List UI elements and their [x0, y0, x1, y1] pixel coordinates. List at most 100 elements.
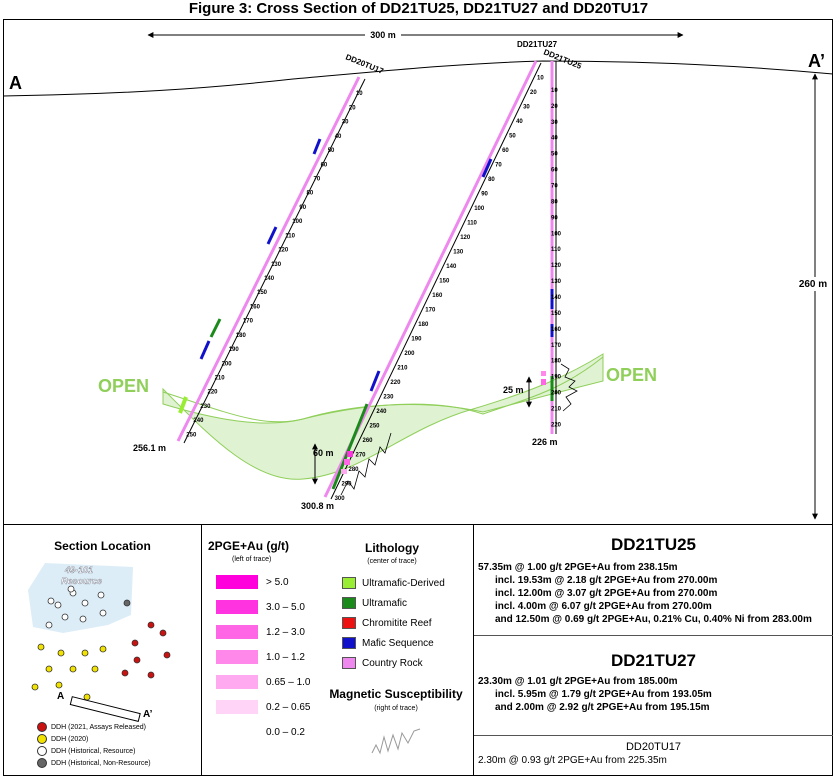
- grade-swatch: [216, 675, 258, 689]
- grade-legend-row: 1.0 – 1.2: [216, 650, 305, 664]
- result-block-dd21tu27: DD21TU27 23.30m @ 1.01 g/t 2PGE+Au from …: [474, 635, 833, 736]
- lithology-legend-row: Chromitite Reef: [342, 617, 431, 629]
- grade-swatch: [216, 575, 258, 589]
- depth-tick-label: 280: [349, 467, 360, 473]
- depth-tick-label: 10: [356, 91, 363, 97]
- depth-tick-label: 210: [397, 365, 408, 371]
- result-line: incl. 12.00m @ 3.07 g/t 2PGE+Au from 270…: [495, 588, 718, 599]
- depth-tick-label: 80: [551, 199, 558, 205]
- lithology-swatch: [342, 617, 356, 629]
- location-legend-dot: [37, 734, 47, 744]
- result-block-dd21tu25: DD21TU25 57.35m @ 1.00 g/t 2PGE+Au from …: [474, 525, 833, 636]
- depth-tick-label: 20: [349, 105, 356, 111]
- reef-envelope: [162, 353, 604, 480]
- location-legend-label: DDH (Historical, Resource): [51, 747, 136, 755]
- drillhole-location-dot: [91, 665, 99, 673]
- drillhole-dd21tu25: 25 m 10203040506070809010011012013014015…: [503, 48, 583, 447]
- depth-tick-label: 20: [530, 90, 537, 96]
- depth-tick-label: 270: [356, 452, 367, 458]
- reef-upper-line: [162, 356, 604, 423]
- drillhole-dd21tu27: 60 m 10203040506070809010011012013014015…: [301, 40, 558, 511]
- depth-tick-label: 90: [481, 192, 488, 198]
- hole-end-dd20tu17: 256.1 m: [133, 443, 166, 453]
- depth-tick-label: 50: [509, 134, 516, 140]
- location-legend-dot: [37, 722, 47, 732]
- depth-tick-label: 130: [551, 279, 562, 285]
- drillhole-location-dot: [99, 609, 107, 617]
- result-line: incl. 5.95m @ 1.79 g/t 2PGE+Au from 193.…: [495, 689, 712, 700]
- drillhole-location-dot: [123, 599, 131, 607]
- grade-legend-row: > 5.0: [216, 575, 289, 589]
- location-legend-dot: [37, 746, 47, 756]
- drillhole-location-dot: [83, 693, 91, 701]
- depth-tick-label: 170: [551, 343, 562, 349]
- figure-frame: [3, 19, 833, 776]
- depth-tick-label: 90: [551, 215, 558, 221]
- lithology-legend-label: Ultramafic: [362, 597, 408, 609]
- depth-tick-label: 140: [446, 264, 457, 270]
- grade-legend-row: 1.2 – 3.0: [216, 625, 305, 639]
- grade-legend-label: 3.0 – 5.0: [266, 601, 305, 613]
- depth-tick-label: 260: [363, 438, 374, 444]
- drillhole-location-dot: [69, 665, 77, 673]
- grade-swatch: [216, 600, 258, 614]
- drillhole-dd20tu17: 1020304050607080901001101201301401501601…: [133, 53, 385, 453]
- depth-tick-label: 150: [257, 290, 268, 296]
- open-label-left: OPEN: [98, 376, 149, 396]
- lithology-legend-row: Country Rock: [342, 657, 423, 669]
- section-label-a: A: [9, 73, 22, 93]
- location-map: 49-101 Resource A A’: [28, 563, 171, 723]
- depth-tick-label: 110: [551, 247, 561, 253]
- location-legend-label: DDH (2020): [51, 735, 89, 743]
- result-line: 23.30m @ 1.01 g/t 2PGE+Au from 185.00m: [478, 676, 678, 687]
- grade-legend-subtitle: (left of trace): [232, 556, 272, 563]
- depth-tick-label: 190: [229, 347, 240, 353]
- drillhole-location-dot: [57, 649, 65, 657]
- depth-tick-label: 160: [432, 293, 443, 299]
- hole-name-dd21tu27: DD21TU27: [517, 40, 558, 49]
- depth-tick-label: 80: [488, 177, 495, 183]
- depth-tick-label: 220: [551, 422, 562, 428]
- depth-tick-label: 130: [453, 249, 464, 255]
- grade-legend-row: 3.0 – 5.0: [216, 600, 305, 614]
- lithology-swatch: [342, 597, 356, 609]
- depth-tick-label: 70: [495, 163, 502, 169]
- depth-tick-label: 50: [551, 152, 558, 158]
- drillhole-location-dot: [99, 645, 107, 653]
- result-title-dd21tu27: DD21TU27: [610, 651, 697, 670]
- drillhole-location-dot: [45, 665, 53, 673]
- figure-title: Figure 3: Cross Section of DD21TU25, DD2…: [188, 0, 649, 17]
- vertical-scale-label: 260 m: [799, 279, 827, 290]
- lithology-swatch: [342, 637, 356, 649]
- depth-tick-label: 150: [551, 311, 562, 317]
- result-line: and 2.00m @ 2.92 g/t 2PGE+Au from 195.15…: [495, 702, 710, 713]
- grade-legend-row: 0.65 – 1.0: [216, 675, 310, 689]
- result-title-dd21tu25: DD21TU25: [610, 535, 697, 554]
- drillhole-location-dot: [31, 683, 39, 691]
- location-legend-label: DDH (Historical, Non-Resource): [51, 759, 151, 767]
- lithology-legend-title: Lithology: [365, 541, 419, 555]
- grade-legend-row: 0.0 – 0.2: [216, 725, 305, 739]
- depth-tick-label: 220: [208, 390, 219, 396]
- grade-legend-row: 0.2 – 0.65: [216, 700, 310, 714]
- depth-tick-label: 10: [551, 88, 558, 94]
- grade-swatch: [216, 650, 258, 664]
- depth-tick-label: 90: [299, 205, 306, 211]
- depth-tick-label: 110: [467, 220, 477, 226]
- location-legend-dot: [37, 758, 47, 768]
- depth-tick-label: 140: [264, 276, 275, 282]
- depth-tick-label: 30: [523, 105, 530, 111]
- depth-tick-label: 60: [551, 168, 558, 174]
- result-title-dd20tu17: DD20TU17: [625, 741, 682, 753]
- hole-name-dd21tu25: DD21TU25: [542, 48, 583, 72]
- depth-tick-label: 100: [292, 219, 303, 225]
- grade-legend-label: 1.0 – 1.2: [266, 651, 305, 663]
- depth-tick-label: 50: [328, 148, 335, 154]
- grade-legend-label: 1.2 – 3.0: [266, 626, 305, 638]
- depth-tick-label: 160: [551, 327, 562, 333]
- depth-tick-label: 250: [370, 423, 381, 429]
- location-label-a: A: [57, 691, 64, 702]
- drillhole-location-dot: [54, 601, 62, 609]
- depth-tick-label: 60: [502, 148, 509, 154]
